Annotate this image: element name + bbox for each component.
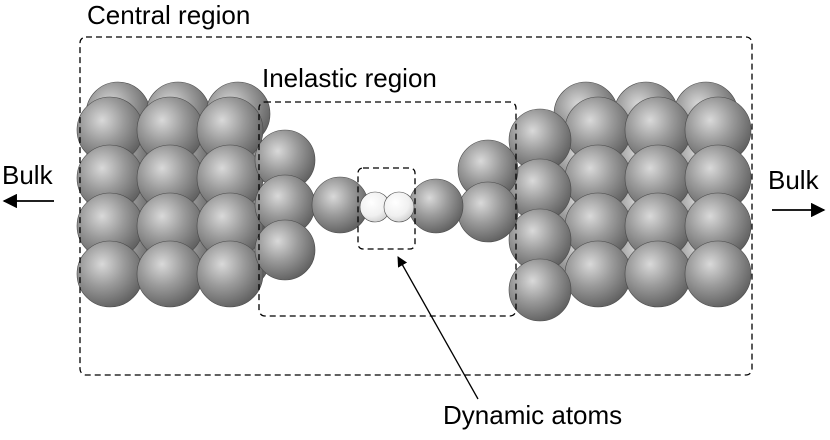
right-electrode-atoms [457, 81, 752, 322]
dynamic-atoms-pointer [397, 256, 479, 400]
atom [136, 240, 204, 308]
dynamic-atom [383, 191, 415, 223]
chain-atom [311, 176, 369, 234]
bulk-right-label: Bulk [768, 165, 820, 195]
atom [564, 240, 632, 308]
atom [196, 240, 264, 308]
atom [508, 258, 572, 322]
inelastic-region-box [258, 101, 517, 317]
central-region-box [79, 36, 753, 376]
dynamic-atoms-label: Dynamic atoms [443, 400, 622, 430]
atomic-chain [311, 176, 464, 234]
dynamic-atoms-box [357, 167, 416, 250]
chain-atom [408, 178, 464, 234]
bulk-left-label: Bulk [2, 160, 54, 190]
central-region-label: Central region [87, 0, 250, 30]
atom [624, 240, 692, 308]
left-electrode-atoms [76, 81, 316, 308]
atom [76, 240, 144, 308]
atom [684, 240, 752, 308]
atom [254, 219, 316, 281]
atom [457, 181, 519, 243]
inelastic-region-label: Inelastic region [262, 63, 437, 93]
dynamic-atoms [359, 191, 415, 223]
